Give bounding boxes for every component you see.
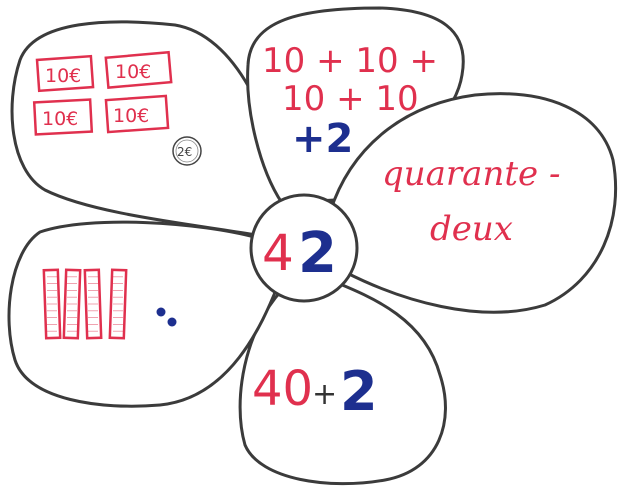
svg-text:10€: 10€ <box>113 105 149 127</box>
center-tens-digit: 4 <box>262 224 294 282</box>
svg-text:10€: 10€ <box>42 108 78 130</box>
coin: 2€ <box>172 136 202 166</box>
petal-right <box>328 92 618 314</box>
petal-left <box>7 220 280 408</box>
svg-text:10€: 10€ <box>115 61 151 83</box>
tens-value: 40 <box>252 361 313 417</box>
tens-rod <box>108 268 128 340</box>
tens-rods <box>42 268 128 340</box>
sum-line-1: 10 + 10 + <box>262 41 438 81</box>
units-value: 2 <box>340 360 378 423</box>
banknote: 10€ <box>35 54 95 93</box>
unit-dot <box>156 307 166 317</box>
unit-dot <box>167 317 177 327</box>
tens-rod <box>42 268 62 340</box>
tens-rod <box>62 268 82 340</box>
svg-text:10€: 10€ <box>45 65 81 87</box>
sum-line-2: 10 + 10 <box>282 79 419 119</box>
center-units-digit: 2 <box>298 221 337 286</box>
banknote: 10€ <box>104 94 170 134</box>
words-line-1: quarante - <box>382 154 560 194</box>
tens-rod <box>83 268 103 340</box>
petal-bottom <box>238 278 447 486</box>
sum-line-3: +2 <box>292 116 353 162</box>
unit-dots <box>156 307 177 327</box>
svg-text:2€: 2€ <box>177 145 192 159</box>
flower-center <box>249 193 359 303</box>
plus-sign: + <box>312 377 337 412</box>
words-line-2: deux <box>430 209 513 249</box>
banknote: 10€ <box>32 98 94 136</box>
banknote: 10€ <box>104 50 173 89</box>
